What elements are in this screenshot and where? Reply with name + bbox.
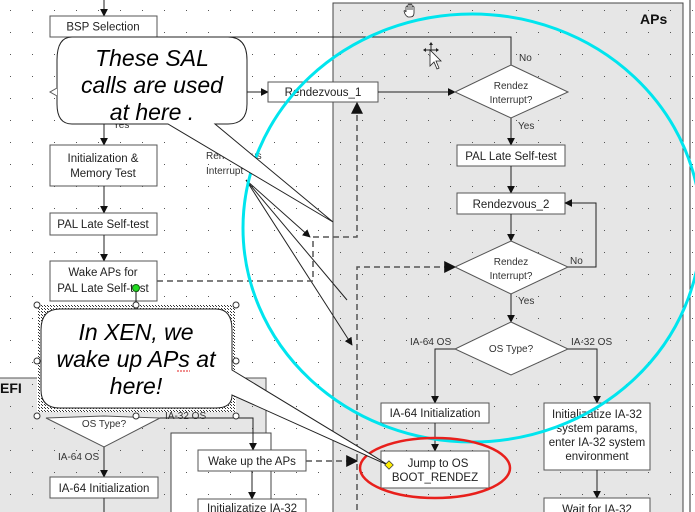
- init-memory-label-1: Initialization &: [68, 153, 139, 165]
- jump-os-label-2: BOOT_RENDEZ: [392, 472, 478, 484]
- jump-to-os-box[interactable]: Jump to OS BOOT_RENDEZ: [380, 450, 490, 489]
- rendez-interrupt-2-label-1: Rendez: [494, 257, 528, 268]
- bsp-selection-label: BSP Selection: [66, 22, 139, 34]
- init-ia32-label-3: enter IA-32 system: [549, 437, 646, 449]
- jump-os-label-1: Jump to OS: [408, 458, 469, 470]
- init-memory-label-2: Memory Test: [70, 168, 136, 180]
- rendezvous-2-box[interactable]: Rendezvous_2: [456, 192, 566, 215]
- rendezvous-1-label: Rendezvous_1: [285, 87, 362, 99]
- efi-ia32-os-label: IA-32 OS: [165, 411, 206, 422]
- sal-callout-line-1: These SAL: [95, 45, 209, 71]
- move-cursor-icon: [423, 42, 442, 70]
- rendezvous-line-3: [245, 179, 348, 301]
- aps-lane-title: APs: [640, 11, 667, 27]
- rotation-handle[interactable]: [132, 284, 140, 292]
- wake-aps-pal-box[interactable]: Wake APs for PAL Late Self-test: [49, 260, 158, 302]
- no-label-2: No: [570, 256, 583, 267]
- dashed-wake-to-rendezvous1: [157, 101, 363, 282]
- rendezvous-arrow-2: [245, 179, 353, 346]
- aps-os-type-decision[interactable]: OS Type?: [453, 321, 570, 376]
- wake-up-aps-label: Wake up the APs: [208, 456, 296, 468]
- no-label-1: No: [519, 53, 532, 64]
- bsp-pal-late-self-test-box[interactable]: PAL Late Self-test: [49, 212, 158, 236]
- efi-lane-title: EFI: [0, 380, 22, 396]
- wake-aps-label-1: Wake APs for: [68, 267, 137, 279]
- xen-callout-line-1: In XEN, we: [78, 319, 193, 345]
- xen-callout-line-2: wake up APs at: [57, 346, 218, 372]
- init-ia32-label-2: system params,: [556, 423, 637, 435]
- efi-ia64-init-box[interactable]: IA-64 Initialization: [49, 476, 159, 499]
- callout-anchor-handle[interactable]: [384, 460, 394, 470]
- wake-up-aps-box[interactable]: Wake up the APs: [197, 449, 307, 472]
- bsp-selection-box[interactable]: BSP Selection: [49, 15, 158, 38]
- init-ia32-label-1: Initializatize IA-32: [552, 409, 642, 421]
- aps-ia64-init-label: IA-64 Initialization: [390, 408, 481, 420]
- sal-callout-line-3: at here .: [110, 99, 194, 125]
- bsp-pal-late-label: PAL Late Self-test: [57, 219, 149, 231]
- aps-os-type-label: OS Type?: [489, 344, 534, 355]
- red-highlight-ellipse: [358, 436, 512, 500]
- rendezvous-1-box[interactable]: Rendezvous_1: [267, 81, 379, 103]
- yes-label-2: Yes: [518, 296, 534, 307]
- wake-aps-label-2: PAL Late Self-test: [57, 283, 149, 295]
- sal-callout: These SAL calls are used at here .: [48, 36, 334, 223]
- aps-pal-late-label: PAL Late Self-test: [465, 151, 557, 163]
- sal-callout-line-2: calls are used: [81, 72, 224, 98]
- rendez-interrupt-2-label-2: Interrupt?: [490, 271, 533, 282]
- hand-cursor-icon: [403, 3, 415, 18]
- efi-ia64-os-label: IA-64 OS: [58, 452, 99, 463]
- efi-init-ia32-label: Initializatize IA-32: [207, 503, 297, 512]
- xen-callout-line-3: here!: [110, 373, 163, 399]
- aps-ia64-os-label: IA-64 OS: [410, 337, 451, 348]
- wait-ia32-label: Wait for IA-32: [562, 504, 632, 512]
- rendezvous-2-label: Rendezvous_2: [473, 199, 550, 211]
- init-memory-test-box[interactable]: Initialization & Memory Test: [49, 144, 158, 187]
- rendezvous-interrupt-label-2: Interrupt: [206, 166, 243, 177]
- rendez-interrupt-1-label-1: Rendez: [494, 81, 528, 92]
- efi-init-ia32-box[interactable]: Initializatize IA-32: [197, 498, 307, 512]
- dashed-to-rendez-interrupt-2: [356, 261, 457, 512]
- init-ia32-label-4: environment: [565, 451, 629, 463]
- efi-os-type-label: OS Type?: [82, 419, 127, 430]
- init-ia32-system-box[interactable]: Initializatize IA-32 system params, ente…: [543, 402, 651, 471]
- rendezvous-arrow-1: [245, 179, 311, 238]
- yes-label-1: Yes: [518, 121, 534, 132]
- yes-label-bsp: Yes: [113, 120, 129, 131]
- efi-ia64-init-label: IA-64 Initialization: [59, 483, 150, 495]
- selection-handles[interactable]: [33, 284, 240, 420]
- aps-ia64-init-box[interactable]: IA-64 Initialization: [380, 402, 490, 424]
- rendez-interrupt-1-label-2: Interrupt?: [490, 95, 533, 106]
- aps-ia32-os-label: IA-32 OS: [571, 337, 612, 348]
- wait-ia32-box[interactable]: Wait for IA-32: [543, 497, 651, 512]
- aps-pal-late-self-test-box[interactable]: PAL Late Self-test: [456, 144, 566, 167]
